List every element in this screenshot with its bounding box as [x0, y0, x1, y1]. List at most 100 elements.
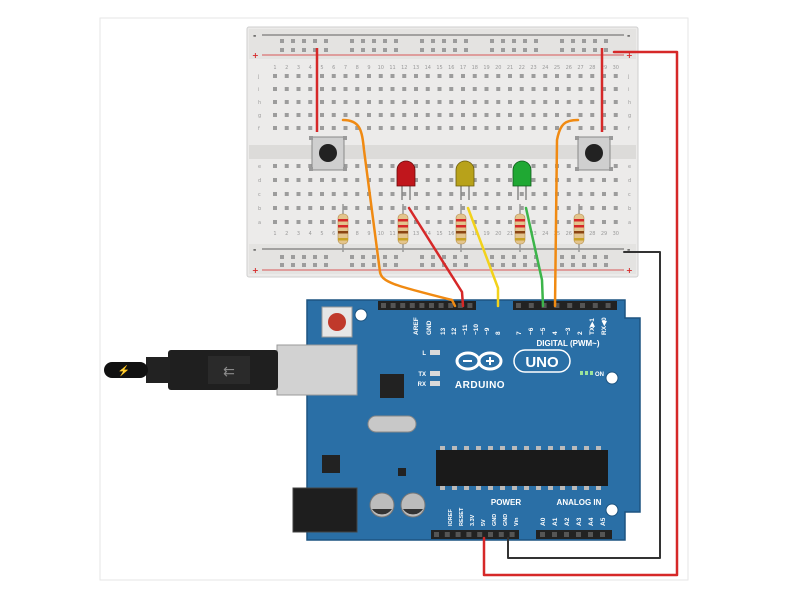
- led-green[interactable]: [512, 160, 532, 200]
- wire-green-led[interactable]: [524, 206, 545, 308]
- column-number-bottom: 6: [332, 231, 335, 237]
- digital-pin-label: TX▶1: [589, 318, 596, 335]
- column-number-top: 24: [542, 65, 548, 71]
- row-letter: e: [258, 164, 261, 170]
- column-number-bottom: 4: [309, 231, 312, 237]
- logo-text: ARDUINO: [455, 380, 505, 391]
- row-letter: i: [258, 87, 259, 93]
- analog-pin-label: A1: [552, 517, 559, 526]
- column-number-top: 12: [401, 65, 407, 71]
- row-letter: h: [628, 100, 631, 106]
- digital-pin-label: AREF: [413, 317, 420, 335]
- column-number-top: 29: [601, 65, 607, 71]
- digital-header-right: [513, 301, 617, 310]
- board-led-rx: RX: [418, 381, 440, 388]
- pushbutton-right[interactable]: [575, 136, 613, 171]
- wire-black-gnd[interactable]: [507, 251, 661, 559]
- digital-label: DIGITAL (PWM~): [536, 339, 599, 348]
- wires: [341, 50, 679, 577]
- usb-chip: [380, 374, 404, 398]
- column-number-top: 8: [356, 65, 359, 71]
- row-letter: j: [257, 74, 259, 80]
- power-pin-label: IOREF: [448, 509, 454, 526]
- pushbutton-left[interactable]: [309, 136, 347, 171]
- column-number-bottom: 26: [566, 231, 572, 237]
- column-number-bottom: 11: [389, 231, 395, 237]
- digital-pin-label: ~6: [528, 327, 535, 335]
- column-number-bottom: 2: [285, 231, 288, 237]
- column-number-top: 19: [483, 65, 489, 71]
- column-number-bottom: 28: [589, 231, 595, 237]
- column-number-top: 20: [495, 65, 501, 71]
- led-red[interactable]: [396, 160, 416, 200]
- column-number-top: 16: [448, 65, 454, 71]
- digital-pin-label: RX◀0: [601, 317, 608, 335]
- row-letter: d: [258, 178, 261, 184]
- model-text: UNO: [525, 354, 559, 371]
- reset-button[interactable]: [321, 306, 353, 338]
- wire-orange-left[interactable]: [341, 118, 457, 308]
- column-number-top: 25: [554, 65, 560, 71]
- digital-pin-label: ~10: [473, 324, 480, 335]
- analog-pin-label: A2: [564, 517, 571, 526]
- column-number-bottom: 21: [507, 231, 513, 237]
- power-pin-label: GND: [503, 514, 509, 526]
- column-number-bottom: 13: [413, 231, 419, 237]
- column-number-top: 14: [425, 65, 431, 71]
- digital-pin-label: 2: [577, 331, 584, 335]
- wire-yellow-led[interactable]: [466, 206, 500, 308]
- digital-pin-label: ~9: [484, 327, 491, 335]
- analog-pin-label: A3: [576, 517, 583, 526]
- column-number-bottom: 8: [356, 231, 359, 237]
- digital-pin-label: 13: [440, 327, 447, 335]
- column-number-bottom: 15: [436, 231, 442, 237]
- capacitor-left: [369, 492, 395, 518]
- power-pin-label: GND: [492, 514, 498, 526]
- column-number-bottom: 9: [367, 231, 370, 237]
- analog-pin-label: A5: [600, 517, 607, 526]
- resistor-2[interactable]: [397, 204, 409, 252]
- wire-orange-right[interactable]: [553, 118, 580, 308]
- dc-power-jack: [292, 487, 358, 533]
- resistor-1[interactable]: [337, 204, 349, 252]
- column-number-top: 5: [320, 65, 323, 71]
- column-number-bottom: 30: [613, 231, 619, 237]
- row-letter: j: [627, 74, 629, 80]
- row-letter: e: [628, 164, 631, 170]
- column-number-top: 23: [530, 65, 536, 71]
- analog-pin-label: A0: [540, 517, 547, 526]
- column-number-bottom: 5: [320, 231, 323, 237]
- column-number-bottom: 14: [425, 231, 431, 237]
- board-led-label: TX: [418, 372, 426, 378]
- column-number-top: 26: [566, 65, 572, 71]
- column-number-top: 27: [577, 65, 583, 71]
- row-letter: c: [258, 192, 261, 198]
- arduino-logo: [455, 351, 503, 371]
- resistor-3[interactable]: [455, 204, 467, 252]
- column-number-top: 15: [436, 65, 442, 71]
- row-letter: b: [258, 206, 261, 212]
- voltage-regulator: [322, 455, 340, 473]
- power-pin-label: 3.3V: [470, 514, 476, 526]
- atmega-chip: [436, 446, 608, 490]
- column-number-bottom: 10: [378, 231, 384, 237]
- rail-minus-label-tl: -: [253, 31, 256, 40]
- column-number-top: 30: [613, 65, 619, 71]
- usb-bolt-icon: ⚡: [118, 364, 130, 377]
- digital-pin-label: 4: [552, 331, 559, 335]
- rail-plus-label-bl: +: [252, 266, 259, 275]
- wire-red-5v[interactable]: [482, 50, 679, 577]
- board-led-l: L: [422, 350, 440, 357]
- row-letter: f: [258, 126, 260, 132]
- column-number-bottom: 18: [472, 231, 478, 237]
- wire-red-led[interactable]: [407, 206, 465, 308]
- row-letter: h: [258, 100, 261, 106]
- led-yellow[interactable]: [455, 160, 475, 200]
- resistor-5[interactable]: [573, 204, 585, 252]
- digital-pin-label: ~3: [565, 327, 572, 335]
- column-number-top: 2: [285, 65, 288, 71]
- rail-plus-label-br: +: [626, 266, 633, 275]
- resistor-4[interactable]: [514, 204, 526, 252]
- column-number-top: 22: [519, 65, 525, 71]
